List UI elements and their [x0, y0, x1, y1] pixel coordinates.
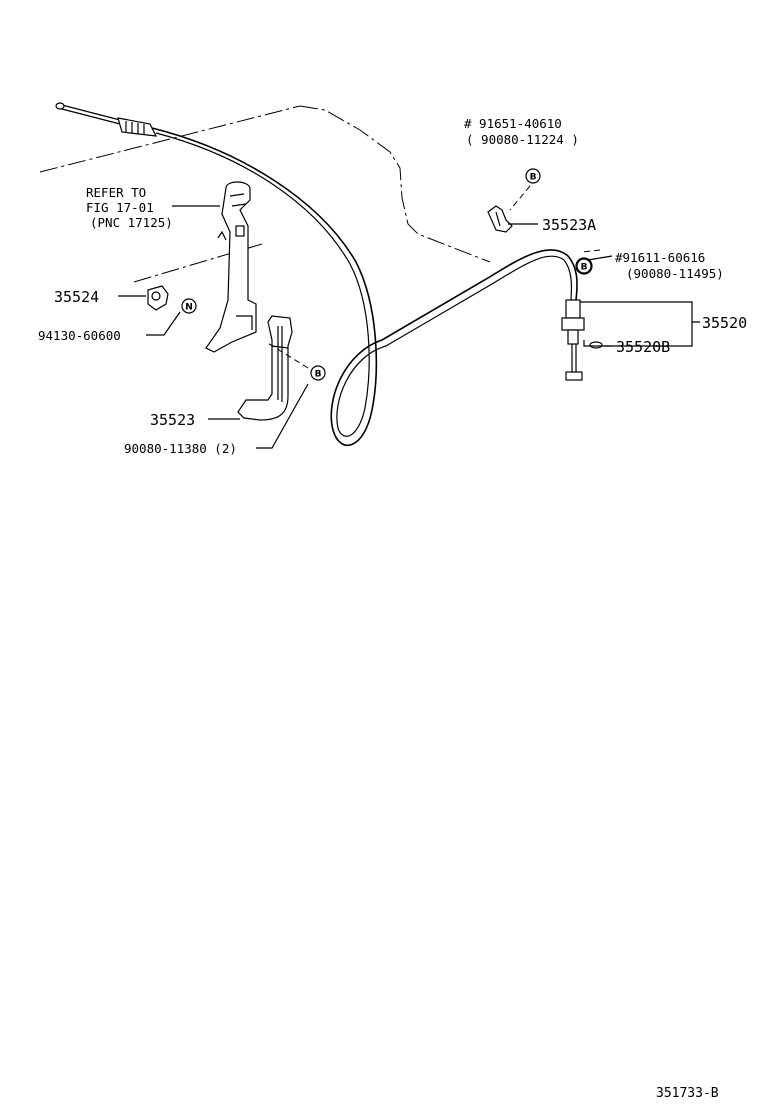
bolt-label-90080-11224: ( 90080-11224 ) — [466, 132, 579, 147]
shift-bracket — [205, 181, 257, 353]
bolt-label-90080-11495: (90080-11495) — [626, 266, 724, 281]
svg-text:B: B — [315, 370, 322, 380]
bolt-label-91611: #91611-60616 — [615, 250, 705, 265]
bolt-badge-b-right: B — [576, 258, 592, 274]
reference-line-2: FIG 17-01 — [86, 200, 154, 215]
cable-assembly — [55, 102, 578, 447]
figure-number: 351733-B — [656, 1086, 719, 1101]
bolt-label-91651: # 91651-40610 — [464, 116, 562, 131]
bolt-label-94130: 94130-60600 — [38, 328, 121, 343]
svg-text:B: B — [530, 173, 537, 183]
bolt-label-90080-11380: 90080-11380 (2) — [124, 441, 237, 456]
part-label-35520: 35520 — [702, 314, 747, 332]
clip-35523A — [487, 205, 513, 233]
part-label-35520B: 35520B — [616, 338, 670, 356]
svg-text:N: N — [185, 303, 193, 313]
reference-line-1: REFER TO — [86, 185, 146, 200]
nut-badge-n: N — [181, 298, 197, 314]
bolt-badge-b-lower: B — [310, 365, 326, 381]
bracket-35523 — [237, 315, 293, 421]
part-label-35523A: 35523A — [542, 216, 596, 234]
part-label-35523: 35523 — [150, 411, 195, 429]
part-label-35524: 35524 — [54, 288, 99, 306]
svg-text:B: B — [581, 263, 588, 273]
bolt-badge-b-top: B — [525, 168, 541, 184]
clip-35524 — [147, 285, 169, 311]
cable-end-fitting — [561, 257, 603, 381]
reference-line-3: (PNC 17125) — [90, 215, 173, 230]
leader-lines — [118, 185, 700, 449]
